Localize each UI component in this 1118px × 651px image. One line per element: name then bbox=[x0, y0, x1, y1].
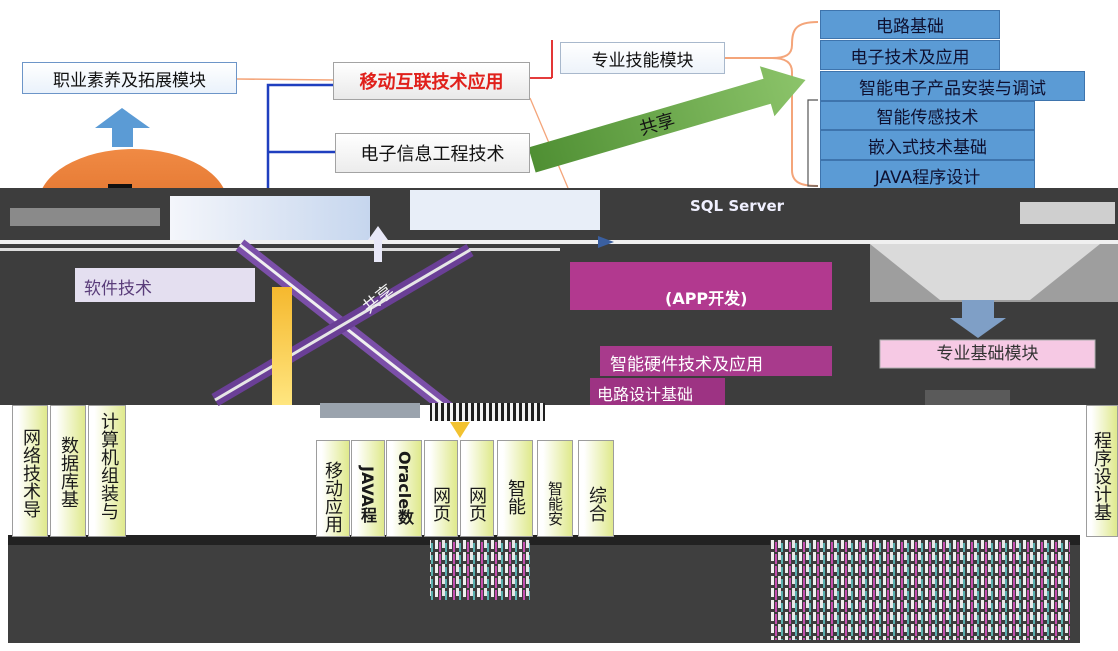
app-course-box bbox=[570, 262, 832, 310]
app-course-label: (APP开发) bbox=[665, 289, 748, 308]
basic-course-box: 网页 bbox=[424, 440, 458, 537]
barcode-noise bbox=[430, 403, 545, 421]
skill-course-box: 智能传感技术 bbox=[820, 101, 1035, 130]
software-major-label: 软件技术 bbox=[84, 279, 152, 299]
blue-bracket-connector bbox=[266, 83, 335, 190]
share-arrow-shape bbox=[528, 66, 806, 173]
basic-course-box: 数据库基 bbox=[50, 405, 86, 537]
yellow-bar bbox=[272, 287, 292, 405]
orange-curly-brace bbox=[771, 21, 819, 187]
skill-course-box: 智能电子产品安装与调试 bbox=[820, 71, 1085, 101]
down-arrow-icon bbox=[962, 300, 994, 320]
skill-course-box: 嵌入式技术基础 bbox=[820, 130, 1035, 160]
noise-light-box bbox=[170, 196, 370, 241]
basic-course-box: 网页 bbox=[460, 440, 494, 537]
noise-patch bbox=[925, 390, 1010, 405]
skill-module-box: 专业技能模块 bbox=[560, 42, 725, 74]
up-arrow-icon bbox=[95, 108, 150, 147]
basic-course-box: Oracle数据 bbox=[386, 440, 422, 537]
noise-white-stripe bbox=[0, 240, 1118, 244]
basic-course-box: 智能安 bbox=[537, 440, 573, 537]
basic-course-box: JAVA程 bbox=[351, 440, 385, 537]
noise-pattern bbox=[770, 540, 1070, 640]
yellow-down-triangle-icon bbox=[450, 422, 470, 438]
white-up-arrow-icon bbox=[368, 226, 388, 262]
noise-dark-stripe bbox=[8, 535, 1080, 545]
hardware-course-box bbox=[600, 346, 832, 376]
funnel-shape bbox=[870, 244, 1100, 300]
noise-pattern bbox=[430, 540, 530, 600]
basic-course-box: 综合 bbox=[578, 440, 614, 537]
down-arrow-head-icon bbox=[950, 318, 1006, 338]
sql-server-course-label: SQL Server bbox=[690, 197, 785, 215]
hardware-course-label: 智能硬件技术及应用 bbox=[610, 355, 763, 375]
basic-course-box: 移动应用 bbox=[316, 440, 350, 537]
red-bracket-connector bbox=[530, 40, 553, 79]
basic-module-label: 专业基础模块 bbox=[936, 344, 1039, 364]
basic-module-box bbox=[879, 339, 1096, 369]
dark-bracket bbox=[807, 99, 818, 187]
circuit-course-box bbox=[590, 378, 725, 405]
noise-patch bbox=[1020, 202, 1115, 224]
mobile-internet-major-box: 移动互联技术应用 bbox=[333, 62, 530, 100]
circuit-course-label: 电路设计基础 bbox=[597, 385, 694, 404]
electronic-info-major-box: 电子信息工程技术 bbox=[335, 133, 530, 173]
literacy-module-box: 职业素养及拓展模块 bbox=[22, 62, 237, 94]
skill-course-box: 电路基础 bbox=[820, 10, 1000, 39]
noise-white-stripe bbox=[0, 248, 560, 251]
skill-course-box: 电子技术及应用 bbox=[820, 40, 1000, 70]
literacy-to-mobile-connector bbox=[236, 78, 334, 81]
basic-course-box: 网络技术导 bbox=[12, 405, 48, 537]
software-box-bg bbox=[75, 268, 255, 302]
blue-triangle-icon bbox=[598, 236, 614, 248]
basic-course-box: 计算机组装与 bbox=[88, 405, 126, 537]
basic-course-box: 智能 bbox=[497, 440, 533, 537]
noise-patch bbox=[320, 403, 420, 418]
noise-patch bbox=[10, 208, 160, 226]
crossed-band-highlight bbox=[214, 248, 471, 402]
noise-light-box bbox=[410, 190, 600, 230]
basic-course-box: 程序设计基 bbox=[1086, 405, 1118, 537]
